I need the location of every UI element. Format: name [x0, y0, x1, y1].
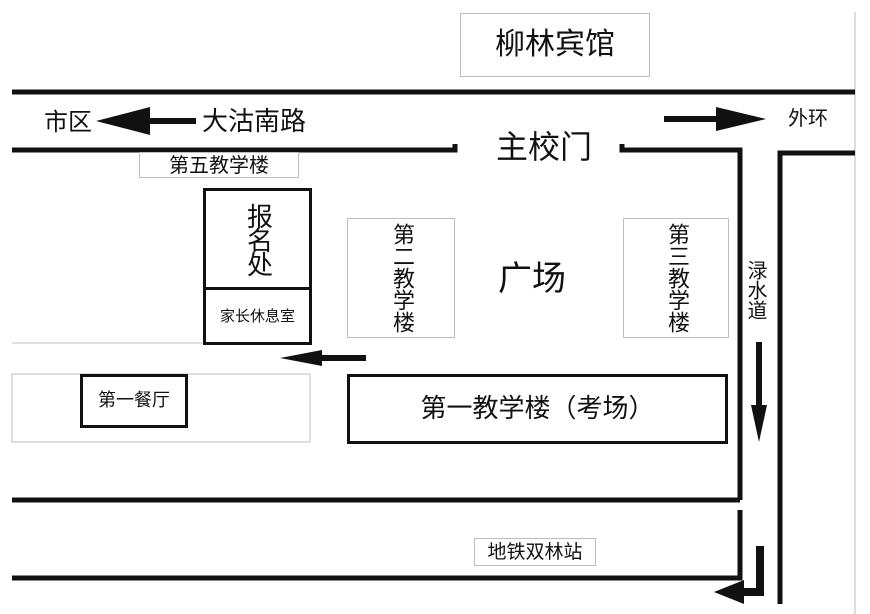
arrow-to-outer-ring-head [716, 107, 766, 131]
road-outer-ring-edge [777, 150, 855, 604]
to-outer-ring-label: 外环 [788, 106, 828, 130]
canteen-1-box: 第一餐厅 [80, 374, 188, 428]
building-3-label: 第三教学楼 [664, 223, 689, 333]
hotel-label: 柳林宾馆 [495, 27, 615, 62]
registration-cell: 报名处 [206, 191, 309, 290]
parent-lounge-cell: 家长休息室 [206, 290, 309, 342]
building-5-box: 第五教学楼 [139, 152, 299, 178]
metro-station-label: 地铁双林站 [487, 540, 583, 563]
building-1-exam-label: 第一教学楼（考场） [420, 394, 655, 424]
parent-lounge-label: 家长休息室 [219, 306, 295, 325]
registration-block: 报名处 家长休息室 [203, 188, 312, 345]
plaza-label: 广场 [498, 259, 566, 299]
side-road-label: 渌水道 [744, 260, 768, 320]
building-1-exam-box: 第一教学楼（考场） [347, 374, 728, 444]
canteen-1-label: 第一餐厅 [98, 390, 170, 411]
arrow-left-mid-head [280, 350, 322, 366]
arrow-to-city-head [96, 107, 150, 135]
road-lower-bottom-edge [12, 510, 743, 581]
road-main-label: 大沽南路 [202, 107, 307, 137]
hotel-box: 柳林宾馆 [460, 13, 650, 77]
building-3-box: 第三教学楼 [623, 218, 729, 338]
building-2-label: 第二教学楼 [389, 223, 414, 333]
arrow-down-head [751, 405, 767, 442]
to-city-label: 市区 [44, 108, 92, 136]
main-gate-label: 主校门 [496, 128, 593, 166]
road-main-bottom-edge-left [12, 144, 458, 153]
building-2-box: 第二教学楼 [347, 218, 455, 338]
arrow-bend-head [714, 580, 744, 604]
registration-label: 报名处 [242, 203, 273, 275]
road-main-bottom-edge-right [619, 144, 743, 500]
arrow-bend-shaft [742, 546, 764, 596]
metro-station-box: 地铁双林站 [474, 538, 596, 566]
building-5-label: 第五教学楼 [169, 153, 269, 177]
